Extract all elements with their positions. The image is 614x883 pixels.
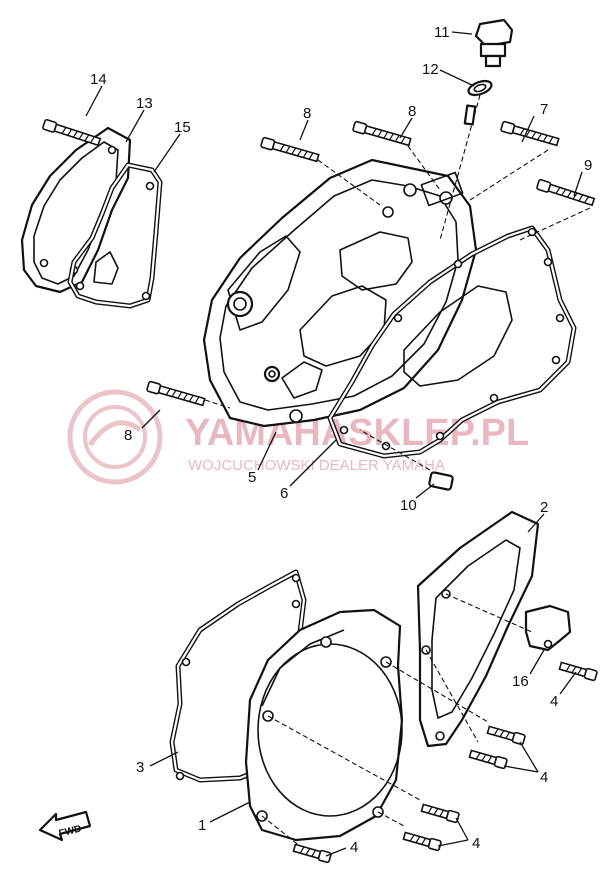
callout-16: 16 bbox=[512, 673, 529, 690]
part-13-small-cover bbox=[20, 126, 132, 294]
callout-15: 15 bbox=[174, 119, 191, 136]
part-16-guide-plate bbox=[524, 604, 572, 652]
part-11-oil-filler-cap bbox=[474, 18, 514, 68]
bolt-4-cover-upper bbox=[420, 802, 461, 824]
dowel-pin-upper bbox=[463, 104, 477, 126]
callout-10: 10 bbox=[400, 497, 417, 514]
bolt-8-lower bbox=[145, 380, 206, 408]
forward-label: FWD bbox=[58, 823, 83, 839]
bolt-4-cover-left bbox=[292, 842, 333, 864]
callout-4-guide: 4 bbox=[550, 693, 558, 710]
callout-3: 3 bbox=[136, 759, 144, 776]
callout-4-sprocket: 4 bbox=[540, 769, 548, 786]
callout-4-cover: 4 bbox=[472, 835, 480, 852]
callout-13: 13 bbox=[136, 95, 153, 112]
part-5-crankcase-cover bbox=[202, 158, 478, 428]
bolt-14 bbox=[41, 118, 102, 148]
callout-14: 14 bbox=[90, 71, 107, 88]
part-10-dowel bbox=[428, 471, 454, 491]
callout-2: 2 bbox=[540, 499, 548, 516]
callout-8-upper-left: 8 bbox=[303, 105, 311, 122]
callout-8-upper-right: 8 bbox=[408, 103, 416, 120]
watermark-subtitle: WOJCUCHOWSKI DEALER YAMAHA bbox=[188, 457, 445, 474]
bolt-4-cover-right bbox=[402, 830, 443, 852]
callout-8-lower: 8 bbox=[124, 427, 132, 444]
callout-1: 1 bbox=[198, 817, 206, 834]
callout-leaders bbox=[85, 31, 583, 857]
callout-9: 9 bbox=[584, 157, 592, 174]
bolt-9 bbox=[535, 178, 596, 208]
bolt-4-sprocket-lower bbox=[468, 748, 509, 770]
watermark-logo bbox=[67, 389, 163, 485]
part-6-main-gasket bbox=[327, 225, 577, 459]
callout-7: 7 bbox=[540, 101, 548, 118]
callout-11: 11 bbox=[434, 24, 450, 41]
part-2-sprocket-cover bbox=[416, 510, 540, 748]
alignment-lines-lower bbox=[261, 593, 533, 847]
callout-labels: 11 12 7 9 8 8 14 13 15 8 5 6 10 2 16 4 3… bbox=[90, 24, 592, 856]
part-1-generator-cover bbox=[244, 608, 404, 842]
alignment-lines-upper bbox=[204, 94, 591, 471]
bolt-4-sprocket-upper bbox=[486, 724, 527, 746]
callout-12: 12 bbox=[422, 61, 439, 78]
bolt-8-upper-left bbox=[259, 136, 320, 164]
callout-4-cover-left: 4 bbox=[350, 839, 358, 856]
forward-direction-marker: FWD bbox=[38, 810, 92, 842]
callout-6: 6 bbox=[280, 485, 288, 502]
callout-5: 5 bbox=[248, 469, 256, 486]
part-15-small-gasket bbox=[67, 162, 163, 309]
bolt-4-guide bbox=[558, 660, 599, 682]
part-12-o-ring bbox=[467, 79, 493, 97]
